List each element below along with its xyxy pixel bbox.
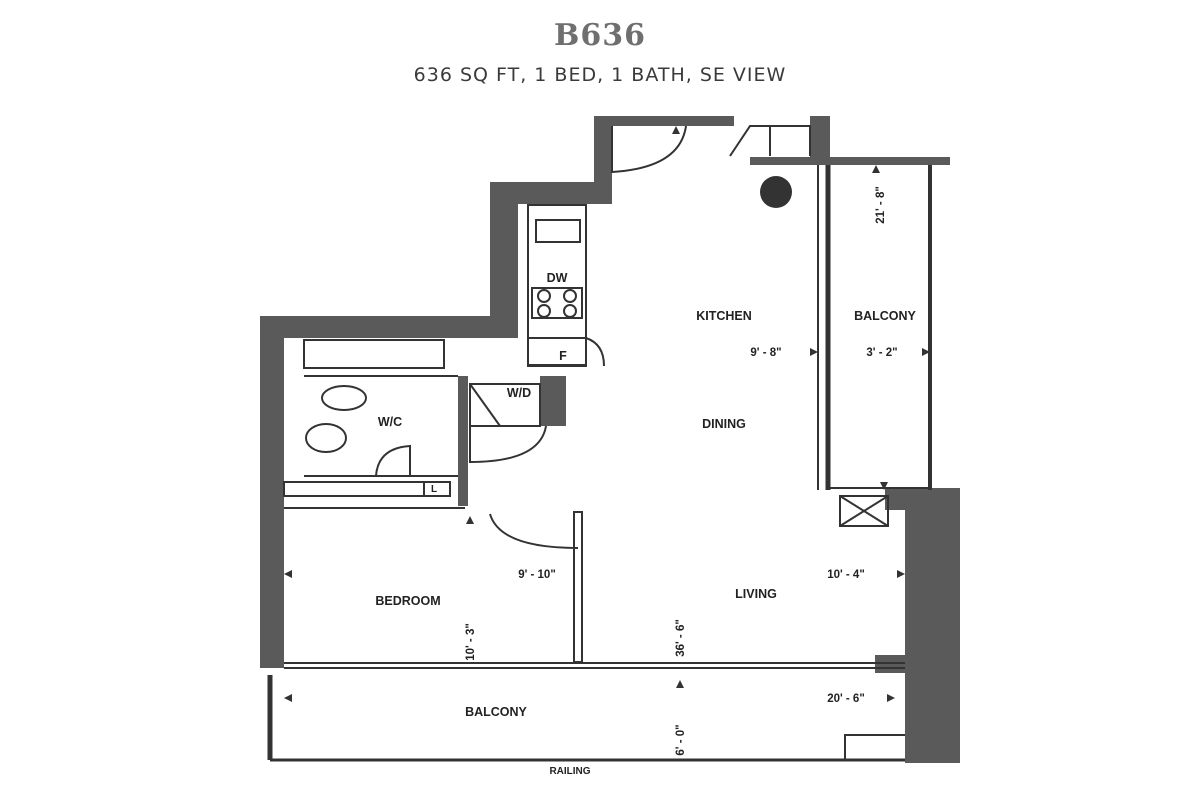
railing-label: RAILING xyxy=(549,766,590,777)
burner xyxy=(537,289,551,303)
main-balcony-label: BALCONY xyxy=(465,705,527,719)
kitchen-left-wall xyxy=(490,182,518,332)
entry-left-wall xyxy=(594,118,612,204)
wc-label: W/C xyxy=(378,415,402,429)
unit-summary: 636 SQ FT, 1 BED, 1 BATH, SE VIEW xyxy=(413,64,787,86)
bedroom-label: BEDROOM xyxy=(375,594,440,608)
burner xyxy=(563,304,577,318)
unit-title: B636 xyxy=(554,18,646,53)
bedroom-width-dim: 9' - 10" xyxy=(518,569,556,581)
dining-label: DINING xyxy=(702,417,746,431)
arrow xyxy=(284,570,292,578)
side-balcony-label: BALCONY xyxy=(854,309,916,323)
arrow xyxy=(810,348,818,356)
kitchen-width-dim: 9' - 8" xyxy=(750,347,781,359)
side-balcony-width-dim: 3' - 2" xyxy=(866,347,897,359)
burner xyxy=(537,304,551,318)
entry-top-wall xyxy=(594,116,734,126)
arrow xyxy=(922,348,930,356)
kitchen-sink xyxy=(535,219,581,243)
fridge-label: F xyxy=(559,349,567,363)
entry-closet xyxy=(729,125,811,157)
balcony-notch xyxy=(844,734,905,760)
burner xyxy=(563,289,577,303)
laundry-wall xyxy=(458,376,468,506)
living-label: LIVING xyxy=(735,587,777,601)
laundry-door-swing xyxy=(469,425,547,464)
arrow xyxy=(897,570,905,578)
toilet xyxy=(321,385,367,411)
cooktop xyxy=(531,287,583,319)
shaft-diagonal xyxy=(839,495,889,527)
column-circle xyxy=(760,176,792,208)
arrow xyxy=(676,680,684,688)
bedroom-partition xyxy=(573,511,583,663)
linen-shelf xyxy=(283,481,451,497)
exterior-walls xyxy=(260,116,960,763)
fridge-door-swing xyxy=(585,337,605,367)
entry-step-wall xyxy=(490,182,598,204)
unit-depth-dim: 36' - 6" xyxy=(675,619,687,657)
side-balcony-length-dim: 21' - 8" xyxy=(875,186,887,224)
interior-lines xyxy=(267,125,932,762)
arrow xyxy=(672,126,680,134)
mechanical-shaft xyxy=(839,495,889,527)
corner-column xyxy=(810,116,830,164)
bath-top-wall xyxy=(260,316,518,338)
arrow xyxy=(466,516,474,524)
right-wall xyxy=(905,488,960,763)
laundry-closet-wall xyxy=(540,376,566,426)
arrow xyxy=(887,694,895,702)
kitchen-label: KITCHEN xyxy=(696,309,752,323)
entry-door-swing xyxy=(611,125,687,174)
bedroom-left-wall xyxy=(260,316,284,668)
bath-door-swing xyxy=(375,444,411,477)
bedroom-depth-dim: 10' - 3" xyxy=(465,623,477,661)
washer-dryer xyxy=(469,383,541,427)
wd-label: W/D xyxy=(507,386,531,400)
fridge xyxy=(527,337,587,367)
linen-label: L xyxy=(431,484,437,495)
arrow xyxy=(880,482,888,490)
balcony-length-dim: 20' - 6" xyxy=(827,693,865,705)
side-balcony-top-wall xyxy=(750,157,950,165)
living-width-dim: 10' - 4" xyxy=(827,569,865,581)
bedroom-door-swing xyxy=(489,513,579,549)
arrow xyxy=(284,694,292,702)
arrow xyxy=(872,165,880,173)
linen-closet xyxy=(423,481,451,497)
dishwasher-label: DW xyxy=(547,271,568,285)
balcony-depth-dim: 6' - 0" xyxy=(675,724,687,755)
washer-diagonal xyxy=(469,383,501,427)
dimension-arrows xyxy=(284,126,930,702)
bath-sink xyxy=(305,423,347,453)
bathtub xyxy=(303,339,445,369)
